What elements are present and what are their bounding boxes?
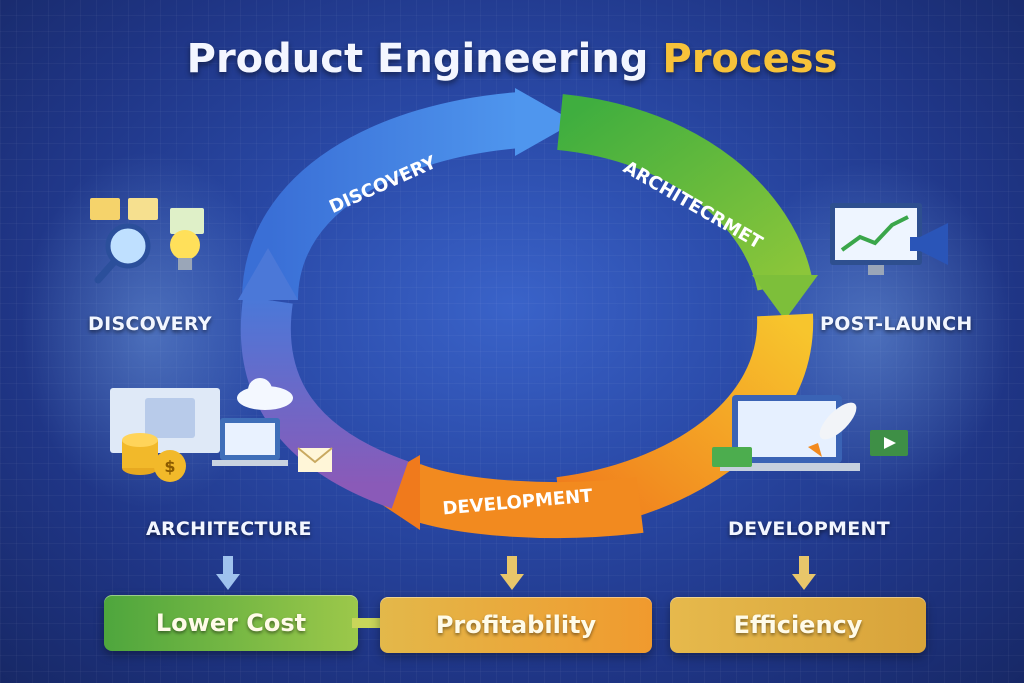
svg-text:$: $ bbox=[164, 457, 175, 476]
outcome-profitability: Profitability bbox=[380, 597, 652, 653]
coins-icon: $ bbox=[122, 433, 186, 482]
outcome-efficiency: Efficiency bbox=[670, 597, 926, 653]
architecture-arc bbox=[556, 94, 813, 292]
down-arrow-efficiency bbox=[792, 556, 816, 590]
rocket-icon bbox=[808, 402, 857, 457]
return-arrowhead bbox=[238, 248, 298, 300]
development-illustration bbox=[690, 385, 930, 495]
development-bottom-arc bbox=[399, 463, 644, 538]
outcome-lower-cost: Lower Cost bbox=[104, 595, 358, 651]
page-title: Product Engineering Process bbox=[0, 36, 1024, 82]
title-main: Product Engineering bbox=[186, 36, 649, 82]
discovery-arrowhead bbox=[515, 88, 575, 156]
laptop-icon bbox=[212, 418, 288, 466]
envelope-icon bbox=[297, 447, 333, 472]
side-label-post-launch: POST-LAUNCH bbox=[820, 313, 973, 335]
magnifier-icon bbox=[94, 223, 151, 284]
title-accent: Process bbox=[662, 36, 838, 82]
return-arc bbox=[240, 296, 409, 509]
megaphone-icon bbox=[910, 223, 948, 265]
post-launch-illustration bbox=[820, 195, 970, 290]
monitor-chart-icon bbox=[830, 203, 922, 275]
cloud-icon bbox=[237, 378, 293, 410]
architecture-arrowhead bbox=[752, 275, 818, 320]
lightbulb-icon bbox=[170, 230, 200, 270]
side-label-development: DEVELOPMENT bbox=[728, 518, 890, 540]
down-arrow-profitability bbox=[500, 556, 524, 590]
discovery-arc bbox=[242, 92, 523, 302]
side-label-discovery: DISCOVERY bbox=[88, 313, 212, 335]
down-arrow-lower-cost bbox=[216, 556, 240, 590]
discovery-illustration bbox=[80, 190, 220, 290]
side-label-architecture: ARCHITECTURE bbox=[146, 518, 312, 540]
architecture-illustration: $ bbox=[100, 378, 340, 493]
